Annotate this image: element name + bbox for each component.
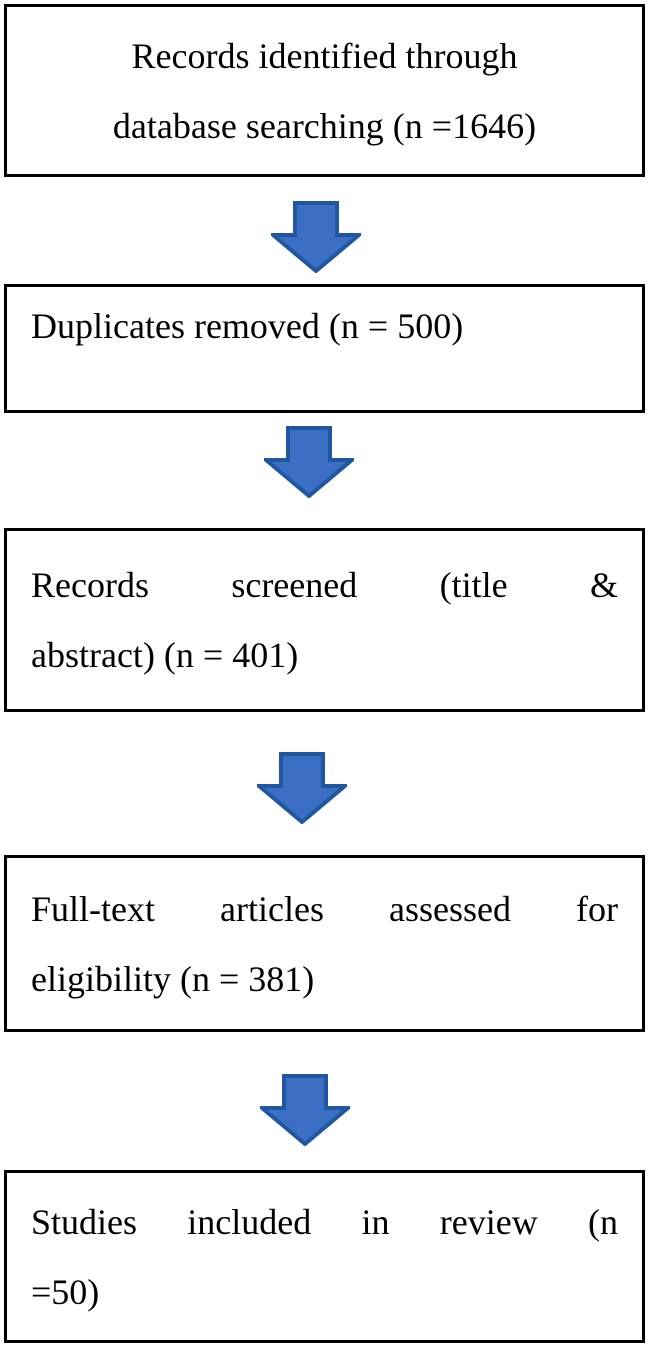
box-text-line: Duplicates removed (n = 500): [31, 306, 464, 346]
down-arrow-icon: [271, 201, 361, 273]
box-text-line: abstract) (n = 401): [31, 635, 299, 675]
down-arrow-icon: [257, 752, 347, 824]
flow-box-records-identified: Records identified through database sear…: [4, 4, 645, 177]
down-arrow-icon: [260, 1074, 350, 1146]
box-text-line: eligibility (n = 381): [31, 958, 315, 999]
box-text-line: Records identified through: [131, 35, 518, 76]
box-text-line: database searching (n =1646): [112, 105, 537, 146]
flow-box-duplicates-removed: Duplicates removed (n = 500): [4, 284, 645, 413]
down-arrow-icon: [264, 426, 354, 498]
box-text-line: =50): [31, 1271, 100, 1312]
